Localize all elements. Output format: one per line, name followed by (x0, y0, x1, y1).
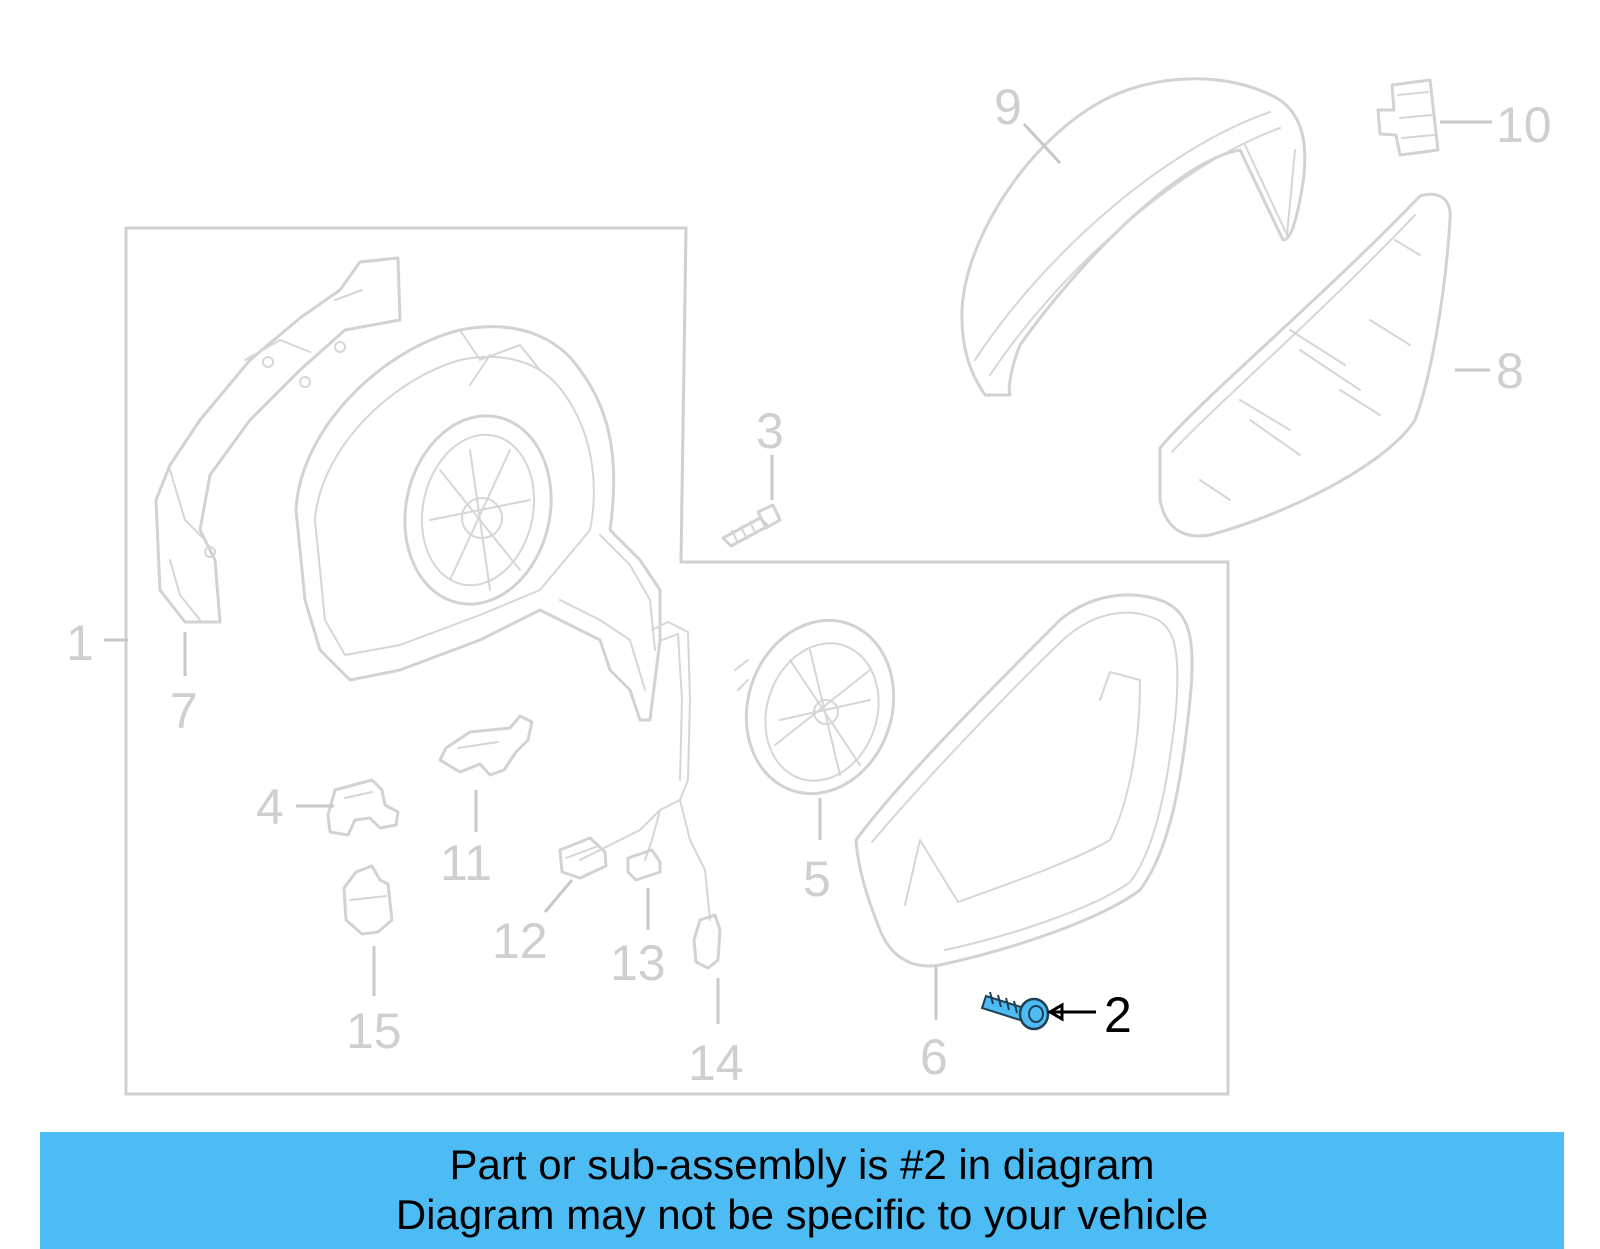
mirror-cover[interactable] (960, 77, 1307, 397)
mounting-screw[interactable] (721, 503, 782, 548)
callout-9: 9 (994, 79, 1022, 135)
connector-bracket[interactable] (438, 714, 534, 777)
banner-line-disclaimer: Diagram may not be specific to your vehi… (395, 1191, 1209, 1238)
harness-connector-large[interactable] (558, 836, 608, 880)
callout-2: 2 (1104, 987, 1132, 1043)
harness-connector-end[interactable] (692, 913, 722, 970)
callout-7: 7 (170, 683, 198, 739)
callout-14: 14 (688, 1035, 744, 1091)
mirror-housing[interactable] (294, 325, 662, 722)
info-banner: Part or sub-assembly is #2 in diagram Di… (40, 1132, 1564, 1249)
harness-connector-small[interactable] (626, 848, 662, 882)
leader-lines (104, 120, 1492, 1024)
callout-1: 1 (66, 615, 94, 671)
mirror-frame[interactable] (854, 593, 1194, 968)
assembly-outline (124, 226, 1230, 1096)
callout-11: 11 (440, 835, 492, 891)
mirror-switch[interactable] (342, 864, 394, 936)
callout-3: 3 (756, 403, 784, 459)
wiring-harness (579, 621, 711, 921)
mirror-glass[interactable] (1158, 192, 1452, 538)
banner-line-part: Part or sub-assembly is #2 in diagram (449, 1141, 1155, 1188)
mirror-actuator[interactable] (724, 601, 915, 813)
callout-8: 8 (1496, 343, 1524, 399)
mirror-sensor[interactable] (1376, 78, 1440, 157)
callout-12: 12 (492, 913, 548, 969)
callout-13: 13 (610, 935, 666, 991)
mirror-bracket[interactable] (154, 256, 402, 624)
callout-6: 6 (920, 1029, 948, 1085)
callout-15: 15 (346, 1003, 402, 1059)
callout-5: 5 (803, 851, 831, 907)
callout-10: 10 (1496, 97, 1552, 153)
highlighted-bolt[interactable] (980, 991, 1050, 1031)
callout-4: 4 (256, 779, 284, 835)
retaining-clip[interactable] (326, 778, 400, 837)
